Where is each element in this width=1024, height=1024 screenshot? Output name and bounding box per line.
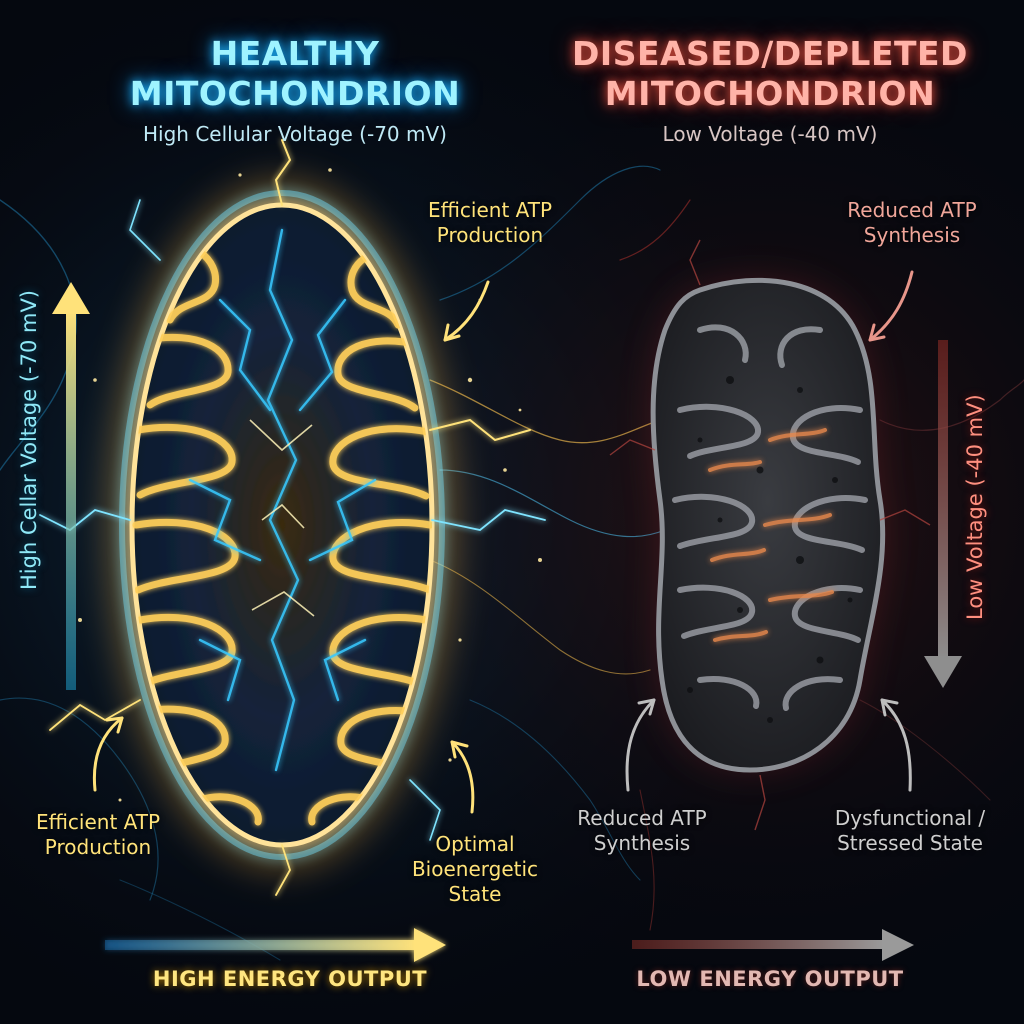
callout-dysfunctional-stressed: Dysfunctional / Stressed State xyxy=(810,806,1010,856)
high-energy-output-label: HIGH ENERGY OUTPUT xyxy=(152,967,428,991)
callout-arrows xyxy=(92,270,914,814)
callout-line: Production xyxy=(44,835,152,859)
high-voltage-arrow xyxy=(52,282,90,690)
callout-line: Reduced ATP xyxy=(577,806,707,830)
callout-efficient-atp-left: Efficient ATP Production xyxy=(8,810,188,860)
callout-efficient-atp-top: Efficient ATP Production xyxy=(400,198,580,248)
high-energy-arrow xyxy=(105,928,446,962)
callout-line: Bioenergetic xyxy=(411,857,539,881)
callout-line: Dysfunctional / xyxy=(834,806,986,830)
callout-line: Production xyxy=(436,223,544,247)
callout-line: Optimal xyxy=(435,832,515,856)
healthy-title: HEALTHY MITOCHONDRION xyxy=(60,34,530,114)
callout-line: Stressed State xyxy=(837,831,983,855)
callout-line: Reduced ATP xyxy=(847,198,977,222)
callout-line: Synthesis xyxy=(593,831,691,855)
diseased-title-line1: DISEASED/DEPLETED xyxy=(572,34,968,73)
low-voltage-axis-label: Low Voltage (-40 mV) xyxy=(963,394,987,620)
healthy-title-line2: MITOCHONDRION xyxy=(129,74,461,113)
callout-reduced-atp-top: Reduced ATP Synthesis xyxy=(822,198,1002,248)
callout-line: Efficient ATP xyxy=(427,198,553,222)
diseased-mitochondrion xyxy=(609,239,931,831)
callout-reduced-atp-bottom: Reduced ATP Synthesis xyxy=(552,806,732,856)
callout-line: Efficient ATP xyxy=(35,810,161,834)
low-energy-arrow xyxy=(632,929,914,961)
callout-line: Synthesis xyxy=(863,223,961,247)
healthy-title-line1: HEALTHY xyxy=(210,34,380,73)
diseased-title-line2: MITOCHONDRION xyxy=(604,74,936,113)
callout-line: State xyxy=(448,882,502,906)
low-energy-output-label: LOW ENERGY OUTPUT xyxy=(636,967,904,991)
diseased-subtitle: Low Voltage (-40 mV) xyxy=(662,122,878,146)
healthy-mitochondrion xyxy=(39,139,546,896)
low-voltage-arrow xyxy=(924,340,962,688)
callout-optimal-bioenergetic: Optimal Bioenergetic State xyxy=(400,832,550,907)
diseased-title: DISEASED/DEPLETED MITOCHONDRION xyxy=(540,34,1000,114)
high-voltage-axis-label: High Cellar Voltage (-70 mV) xyxy=(17,290,41,590)
healthy-subtitle: High Cellular Voltage (-70 mV) xyxy=(143,122,447,146)
neural-filaments xyxy=(0,165,1024,961)
